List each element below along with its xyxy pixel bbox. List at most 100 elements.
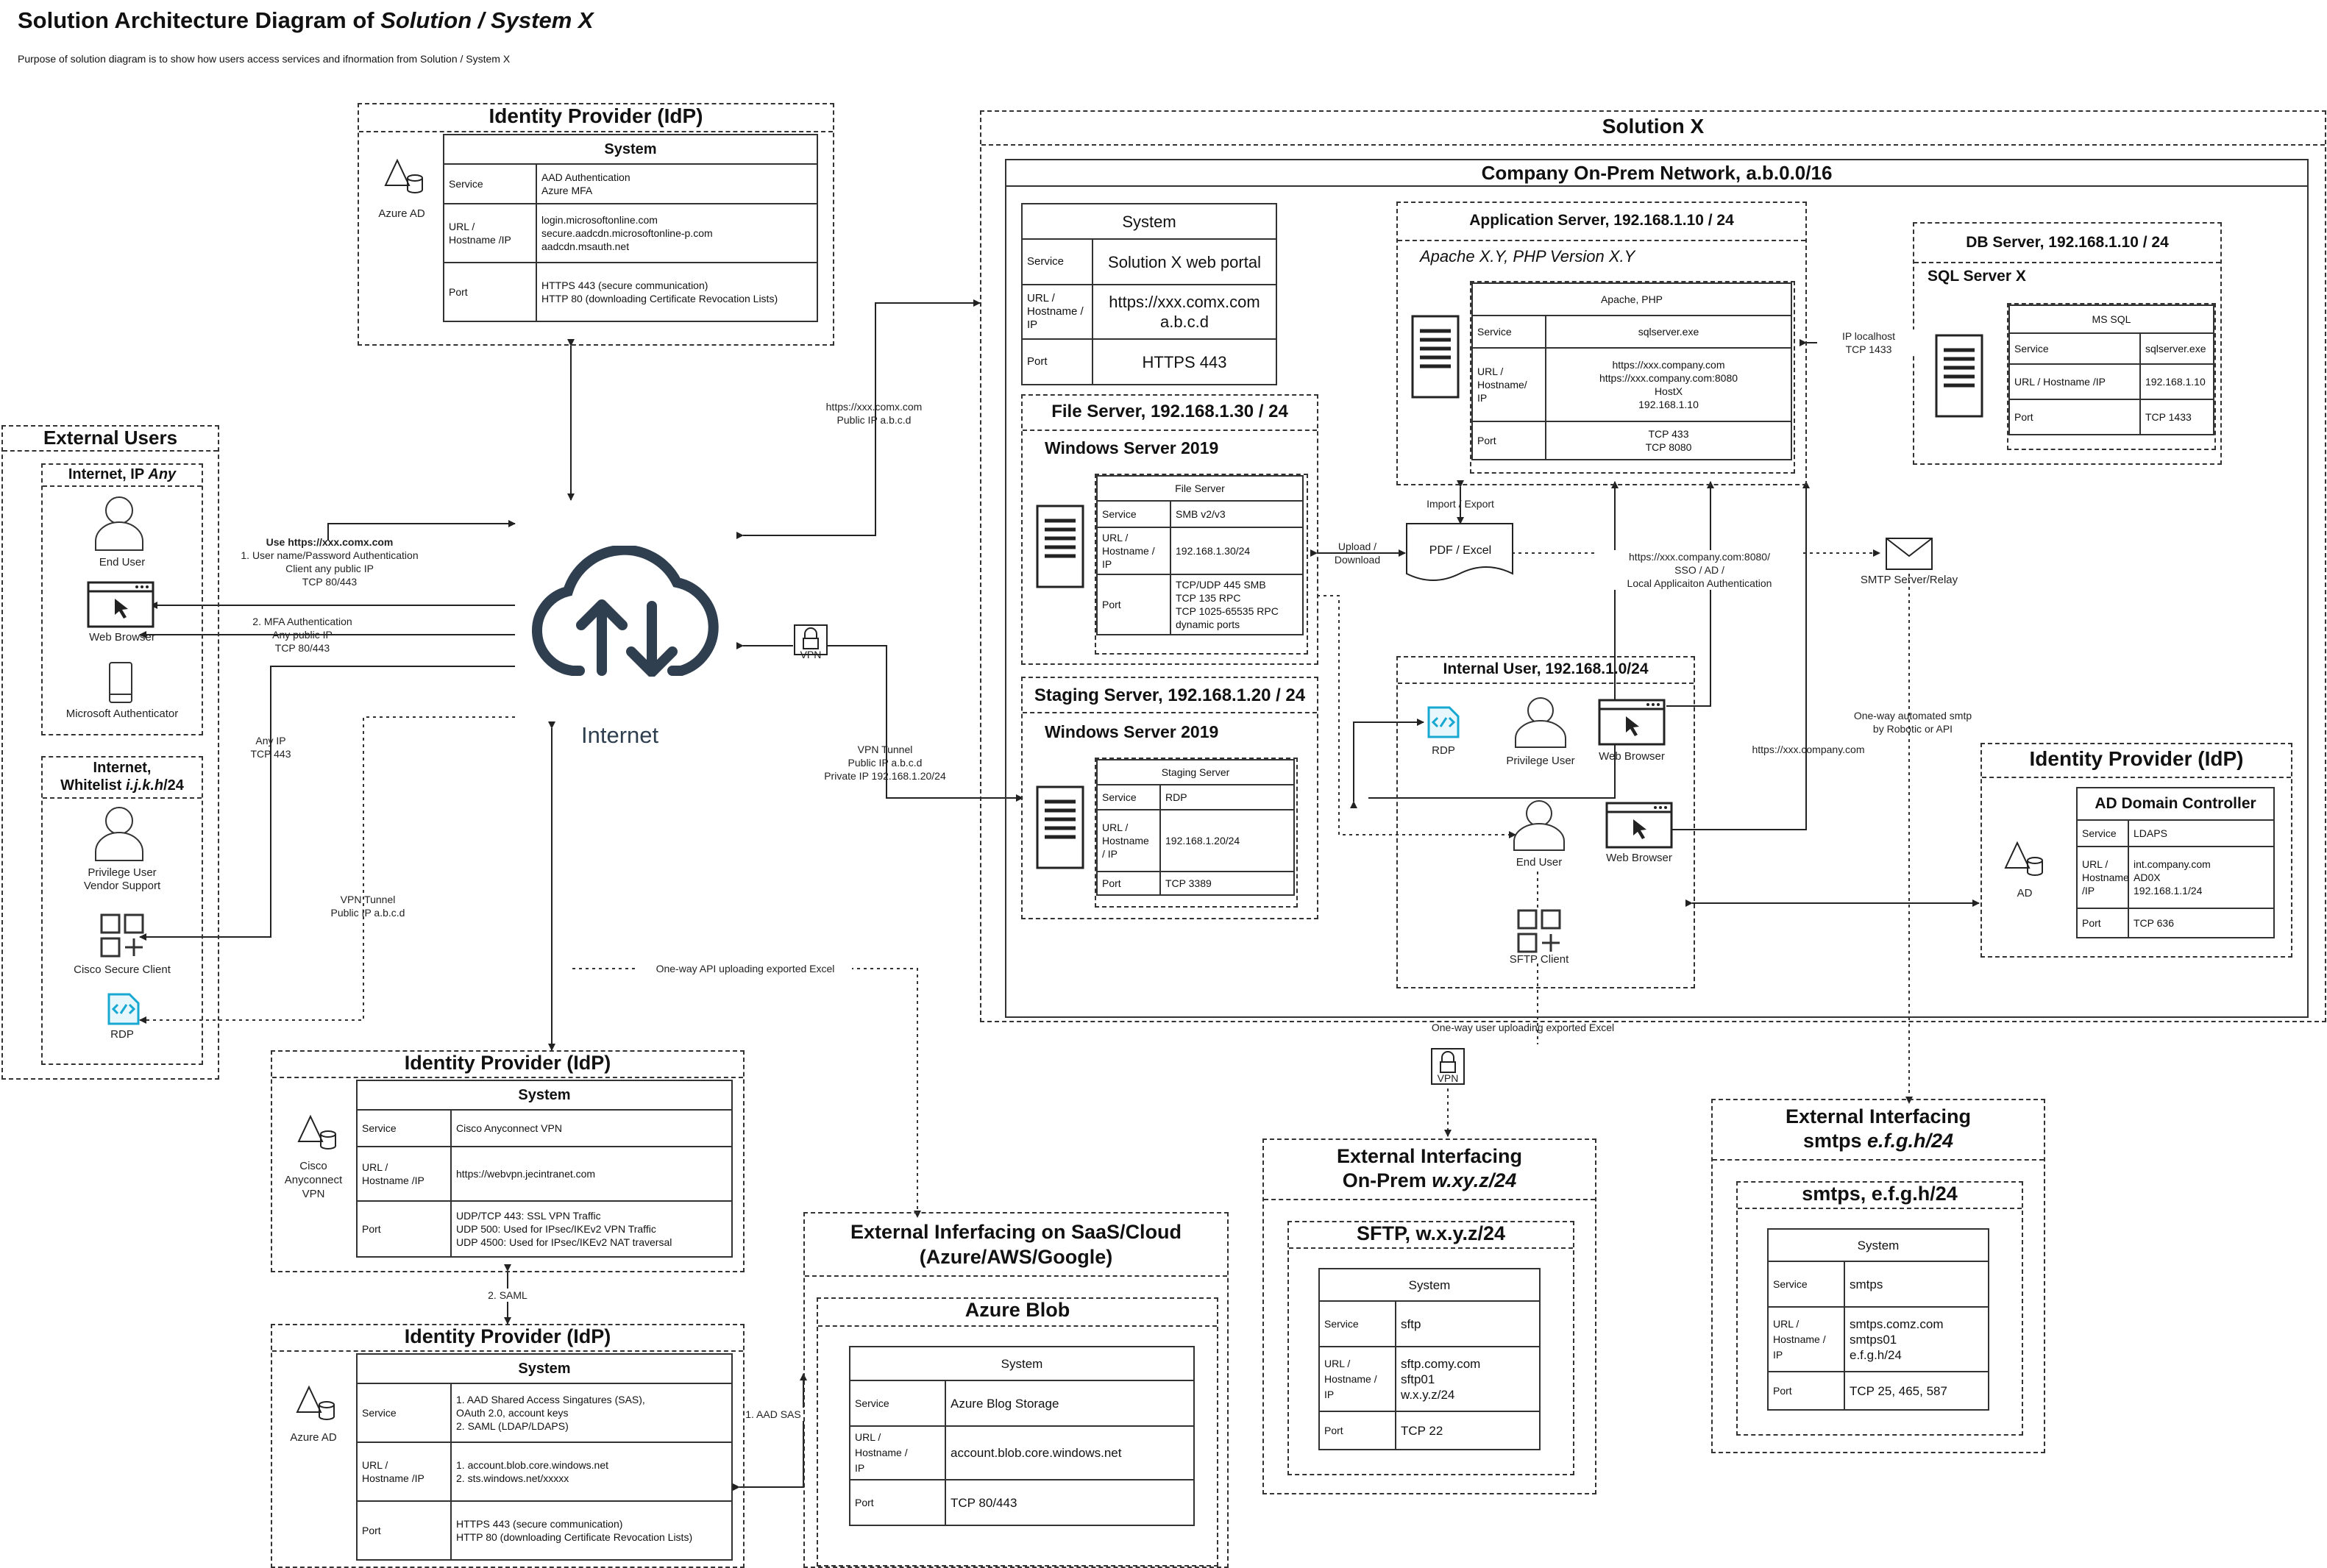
page-subtitle: Purpose of solution diagram is to show h… bbox=[18, 53, 511, 65]
company-network-title: Company On-Prem Network, a.b.0.0/16 bbox=[1481, 162, 1833, 184]
onprem-external-title: External Interfacing On-Prem w.xy.z/24 bbox=[1336, 1145, 1523, 1191]
aad-sas-note: 1. AAD SAS bbox=[742, 1408, 805, 1421]
rdp-label: RDP bbox=[110, 1028, 134, 1041]
import-export-note: Import / Export bbox=[1427, 498, 1494, 510]
pdf-excel-document-icon bbox=[1406, 523, 1513, 581]
idp-top-panel: Identity Provider (IdP) Azure AD System … bbox=[358, 103, 834, 346]
file-server-os: Windows Server 2019 bbox=[1045, 438, 1219, 457]
idp-vpn-title: Identity Provider (IdP) bbox=[404, 1052, 611, 1074]
smtp-envelope-icon bbox=[1886, 538, 1933, 570]
end-user-icon bbox=[95, 496, 143, 551]
file-server-panel: File Server, 192.168.1.30 / 24 Windows S… bbox=[1021, 394, 1318, 665]
vpn-label: VPN bbox=[800, 649, 822, 660]
db-server-title: DB Server, 192.168.1.10 / 24 bbox=[1966, 234, 2169, 251]
internal-web-browser-label-2: Web Browser bbox=[1606, 852, 1672, 864]
vpn-tunnel-right-note: VPN Tunnel Public IP a.b.c.d Private IP … bbox=[824, 744, 946, 782]
staging-server-panel: Staging Server, 192.168.1.20 / 24 Window… bbox=[1021, 677, 1318, 919]
end-user-label: End User bbox=[99, 556, 146, 569]
smtp-relay-label: SMTP Server/Relay bbox=[1860, 574, 1958, 586]
idp-vpn-panel: Identity Provider (IdP) Cisco Anyconnect… bbox=[271, 1050, 745, 1272]
db-server-icon bbox=[1935, 334, 1983, 418]
smtps-title: smtps, e.f.g.h/24 bbox=[1802, 1183, 1958, 1205]
saml-note: 2. SAML bbox=[478, 1289, 537, 1302]
db-server-panel: DB Server, 192.168.1.10 / 24 SQL Server … bbox=[1913, 222, 2222, 465]
azure-ad-bottom-icon bbox=[296, 1385, 335, 1420]
ip-localhost-note: IP localhost TCP 1433 bbox=[1817, 329, 1920, 356]
web-browser-icon[interactable] bbox=[87, 581, 154, 628]
mfa-note: 2. MFA Authentication Any public IP TCP … bbox=[252, 616, 352, 654]
cisco-anyconnect-icon bbox=[297, 1114, 336, 1150]
ad-icon bbox=[2004, 841, 2043, 876]
app-server-icon bbox=[1411, 315, 1460, 399]
internal-web-browser-label-1: Web Browser bbox=[1599, 750, 1665, 763]
web-browser-label: Web Browser bbox=[89, 631, 155, 644]
sftp-title: SFTP, w.x.y.z/24 bbox=[1356, 1222, 1506, 1244]
mobile-authenticator-icon bbox=[109, 662, 132, 703]
sftp-client-label: SFTP Client bbox=[1509, 953, 1569, 966]
one-way-smtp-note: One-way automated smtp by Robotic or API bbox=[1853, 710, 1972, 735]
sftp-client-icon[interactable] bbox=[1517, 909, 1563, 955]
internal-privilege-user-label: Privilege User bbox=[1506, 755, 1575, 767]
azure-blob-title: Azure Blob bbox=[964, 1299, 1070, 1321]
internal-web-browser-icon-2[interactable] bbox=[1605, 802, 1673, 849]
staging-server-os: Windows Server 2019 bbox=[1045, 722, 1219, 741]
internal-web-browser-icon-1[interactable] bbox=[1598, 699, 1666, 746]
onprem-vpn-label: VPN bbox=[1437, 1072, 1459, 1084]
smtps-external-panel: External Interfacing smtps e.f.g.h/24 sm… bbox=[1711, 1099, 2045, 1453]
public-url-note: https://xxx.comx.com Public IP a.b.c.d bbox=[825, 401, 923, 426]
staging-server-icon bbox=[1036, 785, 1084, 869]
idp-bottom-title: Identity Provider (IdP) bbox=[404, 1325, 611, 1347]
internet-label: Internet bbox=[581, 722, 659, 748]
pdf-excel-label: PDF / Excel bbox=[1429, 544, 1492, 557]
internet-cloud-icon bbox=[531, 546, 719, 677]
internal-end-user-icon bbox=[1513, 800, 1565, 851]
saas-panel: External Inferfacing on SaaS/Cloud (Azur… bbox=[803, 1212, 1229, 1568]
onprem-external-panel: External Interfacing On-Prem w.xy.z/24 S… bbox=[1262, 1138, 1596, 1494]
idp-right-panel: Identity Provider (IdP) AD AD Domain Con… bbox=[1980, 743, 2292, 958]
internet-any-group: Internet, IP Any End User Web Browser Mi… bbox=[41, 463, 203, 735]
authenticator-label: Microsoft Authenticator bbox=[65, 708, 179, 720]
external-users-title: External Users bbox=[43, 427, 178, 449]
idp-bottom-panel: Identity Provider (IdP) Azure AD System … bbox=[271, 1324, 745, 1568]
external-users-panel: External Users Internet, IP Any End User… bbox=[1, 425, 219, 1080]
one-way-user-note: One-way user uploading exported Excel bbox=[1431, 1022, 1615, 1033]
upload-download-note: Upload / Download bbox=[1334, 541, 1381, 566]
idp-right-title: Identity Provider (IdP) bbox=[2029, 747, 2244, 770]
rdp-icon[interactable] bbox=[107, 993, 140, 1025]
privilege-user-icon bbox=[95, 807, 143, 861]
internal-user-panel: Internal User, 192.168.1.0/24 RDP Privil… bbox=[1396, 656, 1695, 988]
file-server-icon bbox=[1036, 505, 1084, 588]
vpn-lock-icon bbox=[794, 624, 828, 655]
idp-top-title: Identity Provider (IdP) bbox=[489, 104, 703, 127]
page-title-prefix: Solution Architecture Diagram of bbox=[18, 7, 381, 33]
internal-rdp-icon[interactable] bbox=[1427, 706, 1460, 738]
local-auth-note: https://xxx.company.com:8080/ SSO / AD /… bbox=[1596, 550, 1802, 590]
app-server-subtitle: Apache X.Y, PHP Version X.Y bbox=[1420, 247, 1635, 266]
cisco-secure-client-label: Cisco Secure Client bbox=[74, 963, 171, 976]
internal-user-title: Internal User, 192.168.1.0/24 bbox=[1443, 660, 1649, 677]
ad-label: AD bbox=[2017, 887, 2033, 899]
internet-any-title: Internet, IP Any bbox=[68, 466, 177, 482]
cisco-secure-client-icon[interactable] bbox=[100, 913, 146, 959]
table-title: System bbox=[443, 134, 818, 165]
page-title-system: Solution / System X bbox=[380, 7, 594, 33]
internal-privilege-user-icon bbox=[1515, 697, 1566, 748]
azure-ad-icon bbox=[384, 158, 423, 193]
vpn-tunnel-left-note: VPN Tunnel Public IP a.b.c.d bbox=[330, 894, 405, 919]
file-server-title: File Server, 192.168.1.30 / 24 bbox=[1051, 402, 1288, 421]
internal-rdp-label: RDP bbox=[1432, 744, 1455, 757]
